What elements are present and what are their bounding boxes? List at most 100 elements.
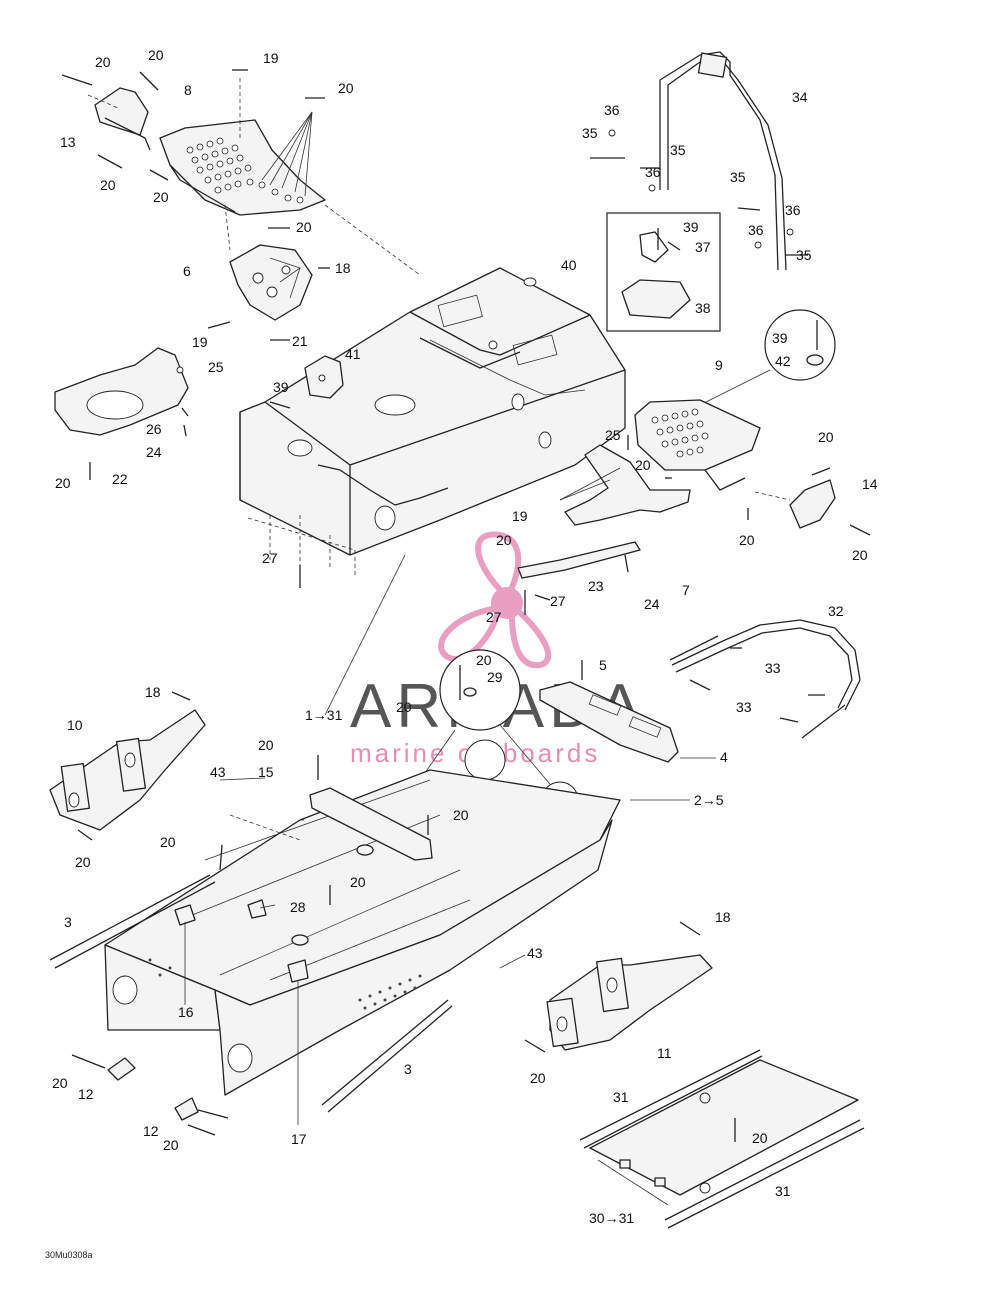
callout: 9: [715, 357, 723, 373]
callout: 20: [453, 807, 469, 823]
part-23-strap: [517, 541, 641, 615]
callout: 24: [644, 596, 660, 612]
callout: 26: [146, 421, 162, 437]
part-22-guard: [54, 347, 189, 480]
part-32-bumper: [669, 619, 861, 739]
callout: 8: [184, 82, 192, 98]
callout: 3: [404, 1061, 412, 1077]
tunnel-frame: [104, 769, 621, 1096]
callout: 20: [55, 475, 71, 491]
callout: 23: [588, 578, 604, 594]
callout: 20: [635, 457, 651, 473]
callout: 10: [67, 717, 83, 733]
callouts-lower-left: 18 10 20 20 43 15 20 3 16 28 20 20 12 12…: [52, 684, 543, 1153]
callout: 20: [476, 652, 492, 668]
callout: 36: [785, 202, 801, 218]
part-6-bracket: [207, 244, 330, 341]
callout: 11: [657, 1045, 672, 1061]
part-15-bar: [219, 755, 433, 905]
callout: 20: [350, 874, 366, 890]
callout: 40: [561, 257, 577, 273]
callout: 36: [645, 164, 661, 180]
part-13-bracket: [87, 87, 151, 151]
callout: 4: [720, 749, 728, 765]
callout: 37: [695, 239, 711, 255]
part-11-bracket: [524, 921, 713, 1053]
callout: 35: [796, 247, 812, 263]
callout: 41: [345, 346, 361, 362]
callout: 31: [775, 1183, 791, 1199]
callout: 20: [530, 1070, 546, 1086]
callout: 20: [338, 80, 354, 96]
callout: 12: [143, 1123, 159, 1139]
detail-circle-39-42: [689, 309, 836, 411]
callout: 20: [852, 547, 868, 563]
callout: 20: [258, 737, 274, 753]
callout: 36: [604, 102, 620, 118]
callout: 19: [263, 50, 279, 66]
callout: 33: [765, 660, 781, 676]
callout: 1→31: [305, 707, 343, 723]
part-34-handle: [590, 51, 808, 271]
part-41-bracket: [269, 355, 344, 409]
callout: 30→31: [589, 1210, 634, 1226]
part-3-rail-right: [321, 999, 453, 1113]
callout: 13: [60, 134, 76, 150]
propeller-logo-icon: [438, 531, 552, 669]
callout: 20: [100, 177, 116, 193]
callout: 3: [64, 914, 72, 930]
callout: 27: [550, 593, 566, 609]
callout: 25: [605, 427, 621, 443]
callout: 17: [291, 1131, 307, 1147]
callout: 20: [160, 834, 176, 850]
part-3-rail-left: [49, 874, 216, 969]
callout: 24: [146, 444, 162, 460]
callout: 7: [682, 582, 690, 598]
clip-parts: [174, 899, 309, 1125]
part-14-bracket: [747, 467, 871, 536]
callout: 20: [396, 699, 412, 715]
callout: 20: [75, 854, 91, 870]
part-9-footrest: [634, 399, 761, 491]
callout: 22: [112, 471, 128, 487]
callout: 31: [613, 1089, 629, 1105]
callout: 35: [730, 169, 746, 185]
callouts-top-left: 20 20 19 20 8 13 20 20 20: [60, 47, 354, 235]
callout: 38: [695, 300, 711, 316]
figure-code: 30Mu0308a: [45, 1250, 93, 1260]
callout: 19: [192, 334, 208, 350]
callout: 20: [752, 1130, 768, 1146]
callouts-lower-right: 18 11 20 31 20 31 30→31: [530, 909, 791, 1226]
sub-assembly-box-37-39: [606, 212, 721, 332]
callout: 20: [153, 189, 169, 205]
callout: 20: [148, 47, 164, 63]
callout: 27: [262, 550, 278, 566]
callout: 39: [273, 379, 289, 395]
callout: 21: [292, 333, 308, 349]
callout: 20: [52, 1075, 68, 1091]
part-12-bracket-b: [174, 1097, 229, 1136]
callout: 32: [828, 603, 844, 619]
callout: 16: [178, 1004, 194, 1020]
callout: 18: [335, 260, 351, 276]
callout: 20: [739, 532, 755, 548]
callout: 12: [78, 1086, 94, 1102]
callout: 29: [487, 669, 503, 685]
callout: 35: [582, 125, 598, 141]
callout: 39: [683, 219, 699, 235]
callouts-middle-right: 25 20 19 20 23 24 7 27 27 32 33 33 5 20 …: [305, 427, 844, 808]
callout: 18: [145, 684, 161, 700]
callout: 43: [210, 764, 226, 780]
callout: 28: [290, 899, 306, 915]
callout: 42: [775, 353, 791, 369]
part-10-bracket: [49, 691, 206, 841]
callout: 20: [818, 429, 834, 445]
callout: 2→5: [694, 792, 724, 808]
part-40-plug: [523, 277, 537, 287]
callout: 35: [670, 142, 686, 158]
fasteners-top-left: [61, 69, 325, 229]
callout: 5: [599, 657, 607, 673]
callout: 43: [527, 945, 543, 961]
